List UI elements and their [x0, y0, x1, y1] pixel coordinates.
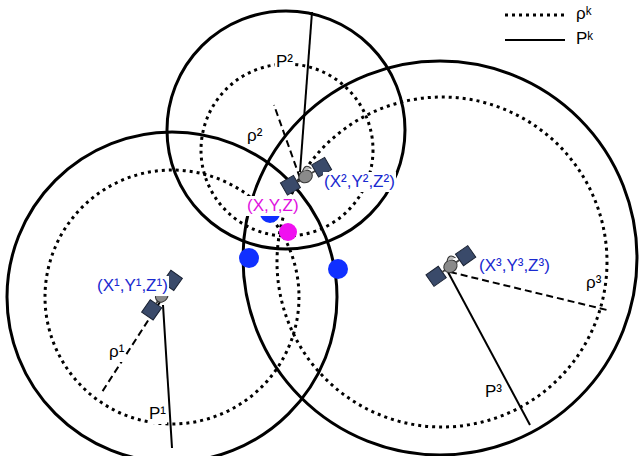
pseudorange-label: ρ² [246, 126, 263, 146]
satellite-coordinates: (X¹,Y¹,Z¹) [96, 276, 169, 296]
pseudorange-label: ρ³ [585, 273, 602, 293]
range-label: P¹ [148, 404, 167, 424]
pseudorange-label: ρ¹ [108, 342, 125, 362]
pseudorange-lines [102, 105, 607, 392]
satellite-icon [425, 244, 476, 286]
legend-dotted-sample [505, 14, 565, 17]
satellite-coordinates: (X²,Y²,Z²) [323, 172, 396, 192]
range-circles [7, 11, 637, 456]
radius-lines [163, 12, 530, 448]
pseudorange-circles [45, 64, 607, 427]
legend-text: Pᵏ [575, 29, 594, 49]
receiver-coordinates: (X,Y,Z) [246, 196, 300, 216]
legend-solid-sample [505, 39, 565, 41]
range-label: P² [275, 52, 294, 72]
satellite-coordinates: (X³,Y³,Z³) [478, 256, 551, 276]
receiver-dot [279, 223, 297, 241]
range-label: P³ [484, 382, 503, 402]
legend-text: ρᵏ [575, 4, 592, 24]
